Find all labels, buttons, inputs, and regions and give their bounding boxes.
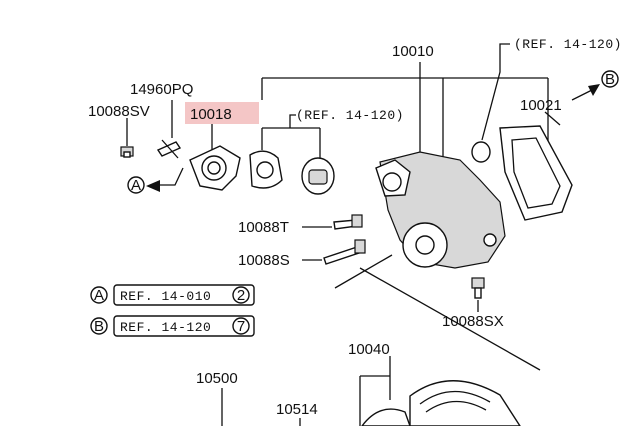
legend-row-b[interactable]: B REF. 14-120 7 [90, 315, 255, 337]
svg-text:2: 2 [237, 287, 245, 304]
label-10514[interactable]: 10514 [276, 401, 318, 418]
marker-a: A [127, 176, 145, 194]
svg-text:REF. 14-010: REF. 14-010 [120, 289, 211, 304]
label-10088T[interactable]: 10088T [238, 219, 289, 236]
bolt-10088S [323, 239, 366, 265]
ref-mid: (REF. 14-120) [296, 108, 404, 123]
marker-b: B [601, 70, 619, 88]
bolt-10088SX [471, 277, 485, 299]
arrow-right-icon [588, 84, 600, 96]
gasket-10021 [499, 125, 573, 221]
bolt-10088SV [120, 146, 134, 158]
water-pump-10010 [375, 151, 506, 269]
thermostat [301, 157, 335, 195]
thermostat-housing-10018 [189, 145, 241, 191]
svg-text:A: A [131, 177, 141, 194]
label-10088S[interactable]: 10088S [238, 252, 290, 269]
label-10500[interactable]: 10500 [196, 370, 238, 387]
leader-lines [126, 43, 593, 426]
label-10040[interactable]: 10040 [348, 341, 390, 358]
svg-text:REF. 14-120: REF. 14-120 [120, 320, 211, 335]
ref-top: (REF. 14-120) [514, 37, 622, 52]
clip-14960PQ [156, 139, 182, 159]
svg-text:B: B [605, 71, 615, 88]
label-10018[interactable]: 10018 [190, 106, 232, 123]
part-highlight [185, 102, 259, 124]
legend-row-a[interactable]: A REF. 14-010 2 [90, 284, 255, 306]
label-14960PQ[interactable]: 14960PQ [130, 81, 193, 98]
bolt-10088T [333, 214, 363, 230]
pulley-10514 [361, 408, 411, 426]
svg-text:7: 7 [237, 318, 245, 335]
pulley-10040 [409, 380, 521, 426]
o-ring [471, 141, 491, 163]
svg-text:B: B [94, 318, 104, 335]
gasket [249, 150, 283, 189]
label-10010[interactable]: 10010 [392, 43, 434, 60]
svg-text:A: A [94, 287, 104, 304]
label-10088SV[interactable]: 10088SV [88, 103, 150, 120]
label-10088SX[interactable]: 10088SX [442, 313, 504, 330]
label-10021[interactable]: 10021 [520, 97, 562, 114]
arrow-left-icon [146, 180, 160, 192]
